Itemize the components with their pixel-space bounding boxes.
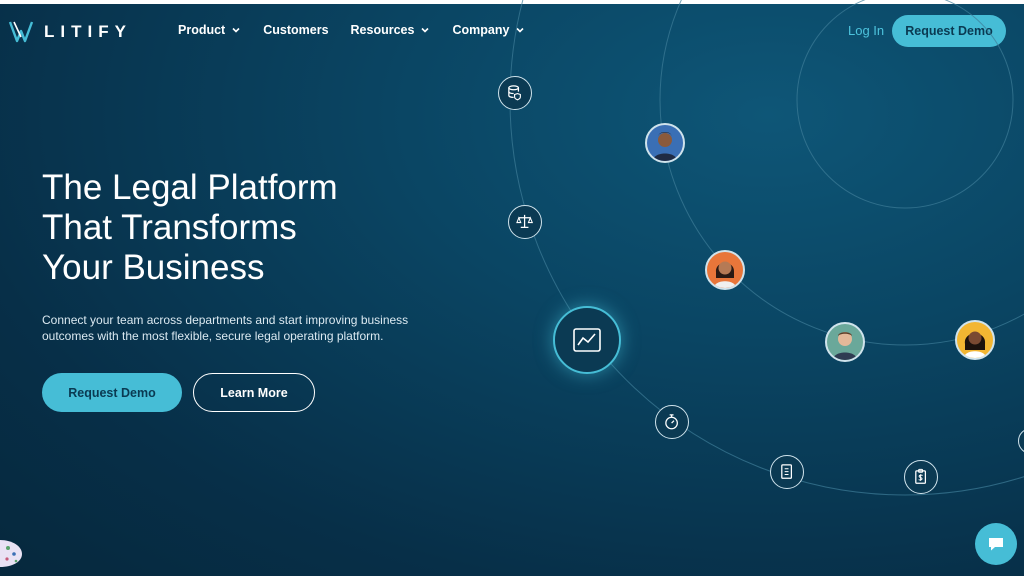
stopwatch-node: [655, 405, 689, 439]
cookie-icon: [0, 540, 22, 567]
database-shield-node: [498, 76, 532, 110]
person-avatar-icon: [833, 332, 857, 360]
nav-item-label: Product: [178, 23, 226, 37]
stopwatch-icon: [665, 414, 679, 430]
avatar: [705, 250, 745, 290]
chevron-down-icon: [421, 27, 430, 33]
nav-item-company[interactable]: Company: [452, 23, 525, 37]
person-avatar-icon: [964, 331, 986, 358]
litify-logo-mark-icon: [8, 21, 34, 43]
nav-item-product[interactable]: Product: [178, 23, 241, 37]
nav-item-label: Customers: [263, 23, 329, 37]
hero-title-line: Your Business: [42, 248, 265, 287]
hero-title-line: The Legal Platform: [42, 168, 338, 207]
hero-title-line: That Transforms: [42, 208, 297, 247]
avatar: [645, 123, 685, 163]
logo-text: LITIFY: [44, 22, 132, 41]
cookie-settings-button[interactable]: [0, 538, 24, 568]
analytics-chart-icon: [573, 328, 601, 352]
learn-more-button[interactable]: Learn More: [193, 373, 315, 412]
scales-icon: [516, 215, 534, 229]
request-demo-nav-button[interactable]: Request Demo: [892, 15, 1006, 47]
chevron-down-icon: [516, 27, 524, 33]
request-demo-button[interactable]: Request Demo: [42, 373, 182, 412]
chat-icon: [989, 538, 1003, 551]
top-navigation: LITIFY Product Customers Resources Compa…: [0, 4, 1024, 58]
database-shield-icon: [508, 85, 522, 101]
document-list-icon: [781, 464, 793, 480]
hero-title: The Legal Platform That Transforms Your …: [42, 168, 462, 288]
login-link[interactable]: Log In: [848, 23, 885, 38]
clipboard-dollar-icon: [915, 469, 927, 485]
clipboard-dollar-node: [904, 460, 938, 494]
main-menu: Product Customers Resources Company: [178, 23, 525, 37]
nav-item-customers[interactable]: Customers: [263, 23, 328, 37]
document-list-node: [770, 455, 804, 489]
hero-subtitle: Connect your team across departments and…: [42, 313, 409, 343]
nav-item-resources[interactable]: Resources: [351, 23, 431, 37]
person-avatar-icon: [653, 132, 677, 161]
scales-node: [508, 205, 542, 239]
person-avatar-icon: [714, 261, 736, 288]
avatar: [955, 320, 995, 360]
analytics-chart-node: [553, 306, 621, 374]
avatar: [825, 322, 865, 362]
nav-item-label: Resources: [350, 23, 415, 37]
partial-orbit-node: [1018, 428, 1024, 454]
nav-item-label: Company: [452, 23, 510, 37]
chat-widget-button[interactable]: [975, 523, 1017, 565]
chevron-down-icon: [232, 27, 240, 33]
litify-logo[interactable]: LITIFY: [8, 18, 132, 46]
